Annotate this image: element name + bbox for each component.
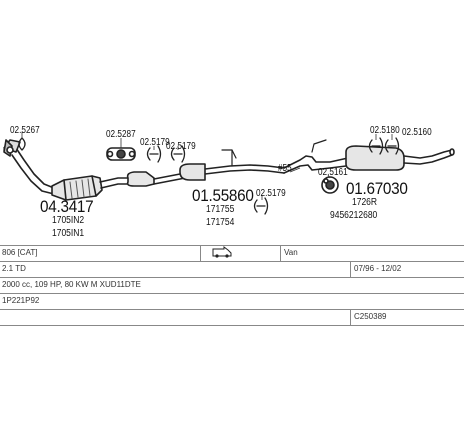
part-code-171754: 171754	[206, 217, 235, 228]
engine-text: 2.1 TD	[2, 264, 26, 273]
hanger-025179a	[146, 145, 162, 163]
hanger-025179b	[170, 145, 186, 163]
exhaust-drawing	[3, 132, 455, 215]
part-label-025179a: 02.5179	[140, 137, 170, 148]
part-code-1726r: 1726R	[352, 197, 378, 208]
gasket-025267	[18, 137, 26, 151]
table-row-ref: C250389	[0, 309, 464, 325]
part-label-025160: 02.5160	[402, 127, 432, 138]
body-type: Van	[284, 248, 298, 257]
part-code-1705in2: 1705IN2	[52, 215, 85, 226]
part-label-025161: 02.5161	[318, 167, 348, 178]
table-row-engine: 2.1 TD 07/96 - 12/02	[0, 261, 464, 277]
clamp-025160	[321, 176, 339, 194]
hanger-025180	[368, 137, 384, 155]
table-row-code: 1P221P92	[0, 293, 464, 309]
catalytic-converter	[51, 175, 129, 201]
middle-silencer	[126, 149, 285, 187]
engine-code: 1P221P92	[2, 296, 40, 305]
part-number-016703: 01.67030	[346, 179, 408, 198]
part-label-025179c: 02.5179	[256, 188, 286, 199]
part-label-025180: 02.5180	[370, 125, 400, 136]
engine-spec: 2000 cc, 109 HP, 80 KW M XUD11DTE	[2, 280, 141, 289]
part-code-1705in1: 1705IN1	[52, 228, 85, 239]
rear-silencer	[283, 139, 455, 174]
part-number-043417: 04.3417	[40, 197, 94, 216]
table-row-model: 806 [CAT] Van	[0, 245, 464, 261]
hanger-025179c	[253, 197, 269, 215]
part-number-015586: 01.55860	[192, 186, 254, 205]
exhaust-diagram: 02.5267 04.3417 1705IN2 1705IN1 02.5287 …	[3, 125, 455, 239]
part-label-025267: 02.5267	[10, 125, 40, 136]
part-label-025287: 02.5287	[106, 129, 136, 140]
production-dates: 07/96 - 12/02	[354, 264, 402, 273]
part-label-55: #55	[278, 163, 292, 174]
hanger-025161	[384, 137, 400, 155]
part-label-025179b: 02.5179	[166, 141, 196, 152]
van-icon	[212, 246, 232, 260]
model-text: 806 [CAT]	[2, 248, 38, 257]
reference-code: C250389	[354, 312, 387, 321]
clamp-025287	[106, 147, 136, 161]
table-row-spec: 2000 cc, 109 HP, 80 KW M XUD11DTE	[0, 277, 464, 293]
front-pipe	[3, 139, 55, 195]
part-code-9456212680: 9456212680	[330, 210, 378, 221]
part-code-171755: 171755	[206, 204, 235, 215]
